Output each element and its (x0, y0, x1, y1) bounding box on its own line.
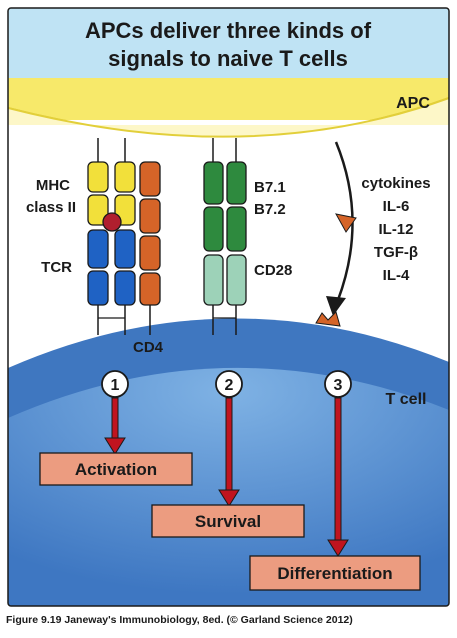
peptide (102, 212, 122, 232)
signal-1-arrow (104, 397, 126, 455)
b7-molecule (203, 138, 247, 252)
title-line-2: signals to naive T cells (108, 46, 348, 71)
b71-label: B7.1 (254, 179, 286, 196)
differentiation-box (249, 555, 421, 591)
cd28-molecule (203, 254, 247, 335)
figure-caption: Figure 9.19 Janeway's Immunobiology, 8ed… (6, 614, 353, 626)
signal-2-number: 2 (225, 377, 234, 394)
title-line-1: APCs deliver three kinds of (85, 18, 372, 43)
signal-3-number: 3 (334, 377, 343, 394)
tcr-label: TCR (41, 259, 72, 276)
panel-border (7, 7, 450, 607)
activation-box (39, 452, 193, 486)
tcell-label: T cell (386, 391, 427, 408)
cytokine-il12: IL-12 (378, 221, 413, 238)
apc-label: APC (396, 95, 430, 112)
cytokine-il6: IL-6 (383, 198, 410, 215)
cd4-molecule (139, 161, 161, 335)
differentiation-label: Differentiation (277, 564, 392, 583)
signal-3-arrow (327, 397, 349, 557)
cytokine-tgfb: TGF-β (374, 244, 418, 261)
cytokine-arrowhead (326, 296, 346, 316)
cytokine-molecule (335, 213, 357, 233)
cd4-label: CD4 (133, 339, 164, 356)
cytokine-il4: IL-4 (383, 267, 410, 284)
activation-label: Activation (75, 460, 157, 479)
survival-label: Survival (195, 512, 261, 531)
tcr-molecule (87, 229, 136, 335)
mhc-label-line1: MHC (36, 177, 70, 194)
cytokines-heading: cytokines (361, 175, 430, 192)
signal-2-arrow (218, 397, 240, 507)
b72-label: B7.2 (254, 201, 286, 218)
mhc-label-line2: class II (26, 199, 76, 216)
signal-1-number: 1 (111, 377, 120, 394)
signal-3-marker (324, 370, 352, 398)
cytokine-receptor (315, 311, 341, 327)
cd28-label: CD28 (254, 262, 292, 279)
signal-1-marker (101, 370, 129, 398)
title-background (8, 8, 449, 78)
survival-box (151, 504, 305, 538)
mhc-class-ii-molecule (87, 138, 136, 226)
signal-2-marker (215, 370, 243, 398)
